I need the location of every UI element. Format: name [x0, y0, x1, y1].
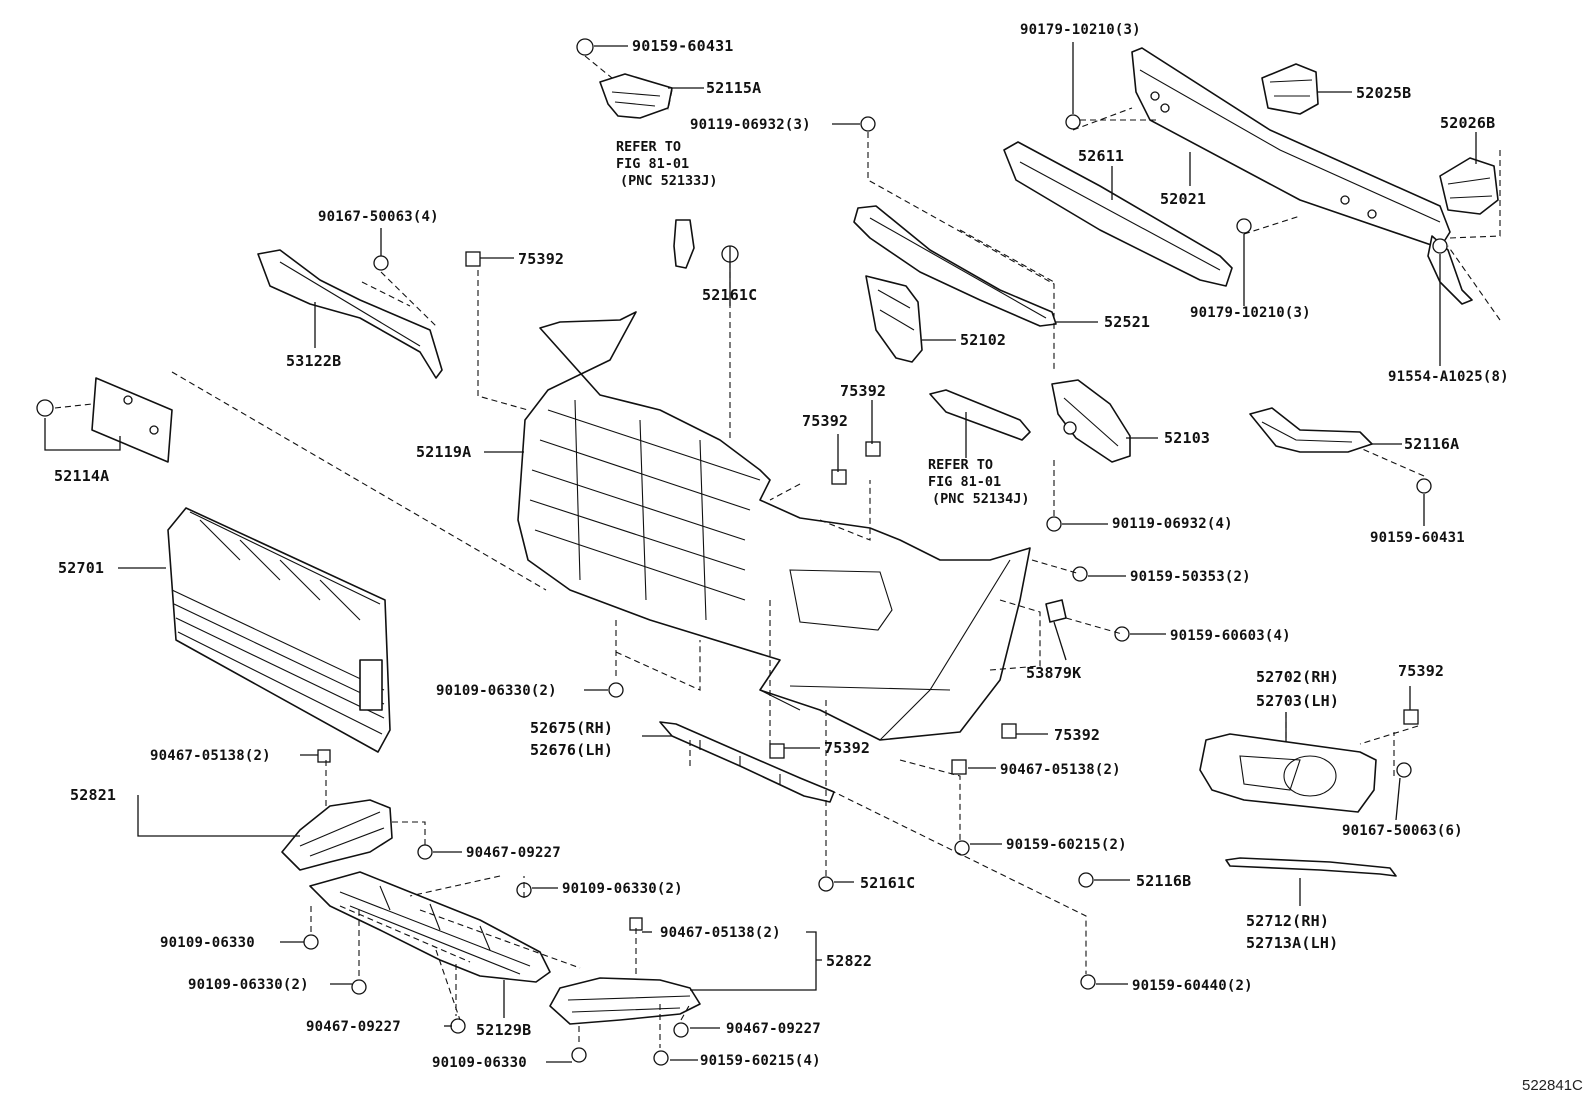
part-number-label: 52026B [1440, 114, 1495, 132]
reinforcement-52133j [673, 219, 695, 269]
part-number-label: 52822 [826, 952, 872, 970]
part-number-label: 75392 [840, 382, 886, 400]
part-number-label: 90109-06330(2) [436, 683, 557, 699]
part-number-label: 52712(RH) [1246, 912, 1329, 930]
part-number-label: 52701 [58, 559, 104, 577]
reference-note: (PNC 52133J) [620, 173, 718, 189]
bolt-icon [36, 399, 54, 417]
part-number-label: 90109-06330(2) [562, 881, 683, 897]
bracket-52116a [1249, 407, 1373, 453]
part-number-label: 53879K [1026, 664, 1081, 682]
part-number-label: 90109-06330 [432, 1055, 527, 1071]
part-number-label: 90159-60215(2) [1006, 837, 1127, 853]
reinforcement-52134j [929, 389, 1031, 441]
molding-53122b [257, 249, 443, 379]
part-number-label: 52161C [702, 286, 757, 304]
absorber-52611 [1003, 141, 1233, 287]
part-number-label: 75392 [1054, 726, 1100, 744]
part-number-label: 52116B [1136, 872, 1191, 890]
part-number-label: 90179-10210(3) [1190, 305, 1311, 321]
part-number-label: 52676(LH) [530, 741, 613, 759]
reference-note: FIG 81-01 [928, 474, 1001, 490]
bracket-52102 [865, 275, 923, 363]
plate-52114a [36, 377, 173, 463]
part-number-label: 75392 [518, 250, 564, 268]
fog-bezel-52702 [1199, 733, 1377, 813]
grille-52701 [167, 507, 391, 753]
reference-note: FIG 81-01 [616, 156, 689, 172]
part-number-label: 52025B [1356, 84, 1411, 102]
part-number-label: 52675(RH) [530, 719, 613, 737]
part-number-label: 52821 [70, 786, 116, 804]
part-number-label: 52116A [1404, 435, 1459, 453]
bolt-icon [576, 38, 594, 56]
part-number-label: 52703(LH) [1256, 692, 1339, 710]
bracket-52115a [576, 38, 673, 119]
bracket-52025b [1261, 63, 1319, 115]
part-labels: 90159-60431 52115A REFER TO FIG 81-01 (P… [54, 22, 1583, 1094]
part-number-label: 90159-50353(2) [1130, 569, 1251, 585]
part-number-label: 52114A [54, 467, 109, 485]
part-number-label: 52702(RH) [1256, 668, 1339, 686]
part-number-label: 90467-05138(2) [150, 748, 271, 764]
under-cover-52129b [309, 871, 551, 983]
reference-note: (PNC 52134J) [932, 491, 1030, 507]
part-number-label: 52103 [1164, 429, 1210, 447]
part-number-label: 52161C [860, 874, 915, 892]
part-number-label: 90467-05138(2) [1000, 762, 1121, 778]
part-number-label: 90467-05138(2) [660, 925, 781, 941]
under-cover-52822 [549, 977, 701, 1025]
part-number-label: 52119A [416, 443, 471, 461]
part-number-label: 90159-60431 [632, 37, 734, 55]
part-number-label: 90109-06330 [160, 935, 255, 951]
part-number-label: 52521 [1104, 313, 1150, 331]
part-number-label: 90179-10210(3) [1020, 22, 1141, 38]
bracket-52103 [1051, 379, 1131, 463]
part-number-label: 90159-60440(2) [1132, 978, 1253, 994]
part-number-label: 75392 [802, 412, 848, 430]
under-cover-52821 [281, 799, 393, 871]
part-number-label: 90467-09227 [306, 1019, 401, 1035]
part-number-label: 90167-50063(4) [318, 209, 439, 225]
retainer-52675 [659, 721, 835, 803]
reference-note: REFER TO [616, 139, 681, 155]
reference-note: REFER TO [928, 457, 993, 473]
part-number-label: 52102 [960, 331, 1006, 349]
part-number-label: 90109-06330(2) [188, 977, 309, 993]
part-number-label: 90167-50063(6) [1342, 823, 1463, 839]
part-number-label: 53122B [286, 352, 341, 370]
part-number-label: 90467-09227 [726, 1021, 821, 1037]
figure-id: 522841C [1522, 1077, 1583, 1094]
clip-53879k [1045, 599, 1067, 623]
part-number-label: 90119-06932(4) [1112, 516, 1233, 532]
part-number-label: 52713A(LH) [1246, 934, 1338, 952]
bracket-52026b [1439, 157, 1499, 215]
fastener-glyphs [303, 114, 1448, 1066]
screw-icon [373, 255, 389, 271]
molding-52712 [1225, 857, 1397, 877]
part-number-label: 91554-A1025(8) [1388, 369, 1509, 385]
assembly-dashed-lines [54, 55, 1501, 1048]
part-number-label: 90119-06932(3) [690, 117, 811, 133]
part-number-label: 90467-09227 [466, 845, 561, 861]
part-number-label: 52611 [1078, 147, 1124, 165]
part-number-label: 75392 [1398, 662, 1444, 680]
part-number-label: 90159-60603(4) [1170, 628, 1291, 644]
part-number-label: 90159-60215(4) [700, 1053, 821, 1069]
part-number-label: 90159-60431 [1370, 530, 1465, 546]
part-number-label: 75392 [824, 739, 870, 757]
part-number-label: 52129B [476, 1021, 531, 1039]
support-52521 [853, 205, 1057, 327]
leader-lines [44, 42, 1477, 1063]
part-number-label: 52021 [1160, 190, 1206, 208]
part-number-label: 52115A [706, 79, 761, 97]
bumper-cover-52119a [517, 311, 1031, 741]
